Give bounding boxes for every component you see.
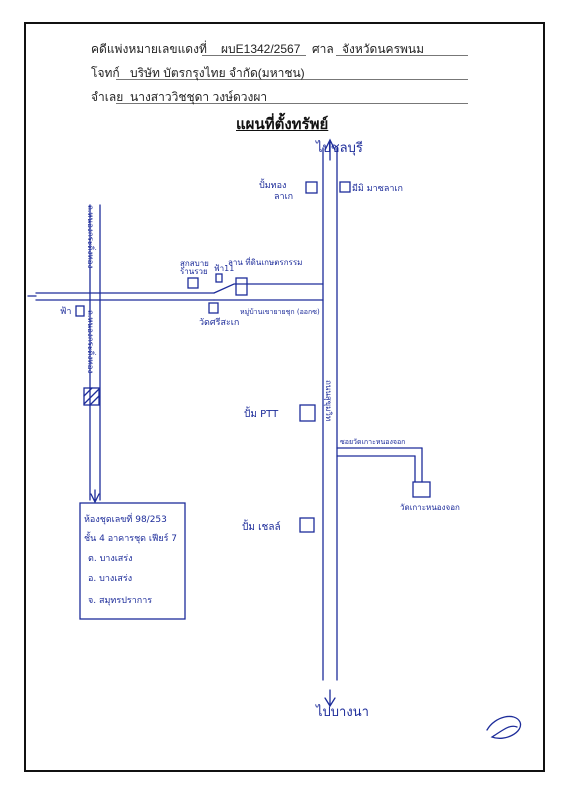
defendant-name: นางสาววิชชุดา วงษ์ดวงผา: [130, 90, 268, 104]
court-name: จังหวัดนครพนม: [342, 42, 425, 56]
label-gas-station: ปั้ม PTT: [244, 406, 279, 420]
label-shop-middle: สุกสบาย: [180, 259, 209, 268]
label-land: ลาน ที่ดินเกษตรกรรม: [228, 256, 302, 267]
label-shop-top-left: ปั้มทอง: [259, 178, 286, 191]
note-line-2: ชั้น 4 อาคารชุด เฟียร์ 7: [84, 531, 177, 544]
court-underline: [336, 55, 468, 56]
label-left-road: ถ.หนองกระดิ่งทอง: [86, 205, 97, 268]
label-shop-middle-2: ร้านรวย: [180, 267, 208, 276]
building-shop-top-right: [339, 181, 351, 193]
map-title: แผนที่ตั้งทรัพย์: [236, 116, 329, 133]
building-far-left: [75, 305, 85, 317]
property-note-box: [79, 502, 186, 620]
plaintiff-name: บริษัท บัตรกรุงไทย จำกัด(มหาชน): [130, 66, 305, 80]
building-temple: [208, 302, 219, 314]
label-shell: ปั้ม เชลล์: [242, 519, 281, 533]
building-temple-right: [412, 481, 431, 498]
case-underline: [202, 55, 306, 56]
label-to-south: ไปบางนา: [315, 704, 369, 720]
arrow-south: [324, 689, 336, 708]
label-shop-top-right: มีมิ มาซลาเก: [352, 183, 403, 194]
plaintiff-label: โจทก์: [91, 66, 120, 80]
building-shell: [299, 517, 315, 533]
label-shop-small: ฟ้า11: [214, 264, 234, 273]
building-ptt: [299, 404, 316, 422]
note-line-3: ต. บางเสร่ง: [88, 554, 133, 564]
document-page: [24, 22, 545, 772]
building-pump-top: [305, 181, 318, 194]
label-left-road-2: ถ.หนองกระดิ่งทอง: [86, 310, 97, 373]
note-line-5: จ. สมุทรปราการ: [88, 596, 152, 606]
signature: [486, 715, 522, 739]
note-line-1: ห้องชุดเลขที่ 98/253: [84, 512, 167, 525]
label-soi-right: ซอยวัดเกาะหนองจอก: [340, 438, 405, 446]
label-shop-top-left-2: ลาเก: [274, 192, 293, 202]
label-to-north: ไปชลบุรี: [315, 140, 363, 156]
case-number: ผบE1342/2567: [221, 42, 301, 56]
building-land: [235, 277, 248, 296]
arrow-north: [324, 138, 336, 161]
defendant-underline: [116, 103, 468, 104]
label-main-road: ถนนสุขุมวิท: [324, 380, 333, 421]
case-label: คดีแพ่งหมายเลขแดงที่: [91, 42, 207, 56]
label-temple: วัดศรีสะเก: [199, 317, 239, 328]
label-soi: หมู่บ้านเขายายชุก (ออกซ): [240, 308, 320, 316]
arrow-left-road: [90, 489, 100, 504]
court-label: ศาล: [312, 42, 334, 56]
note-line-4: อ. บางเสร่ง: [88, 574, 132, 584]
cross-road-top-bend: [213, 283, 324, 294]
defendant-label: จำเลย: [91, 90, 124, 104]
building-shop-small: [215, 273, 223, 283]
building-shop-middle: [187, 277, 199, 289]
label-temple-right: วัดเกาะหนองจอก: [400, 503, 460, 512]
plaintiff-underline: [116, 79, 468, 80]
label-far-left: ฟ้า: [60, 306, 71, 317]
